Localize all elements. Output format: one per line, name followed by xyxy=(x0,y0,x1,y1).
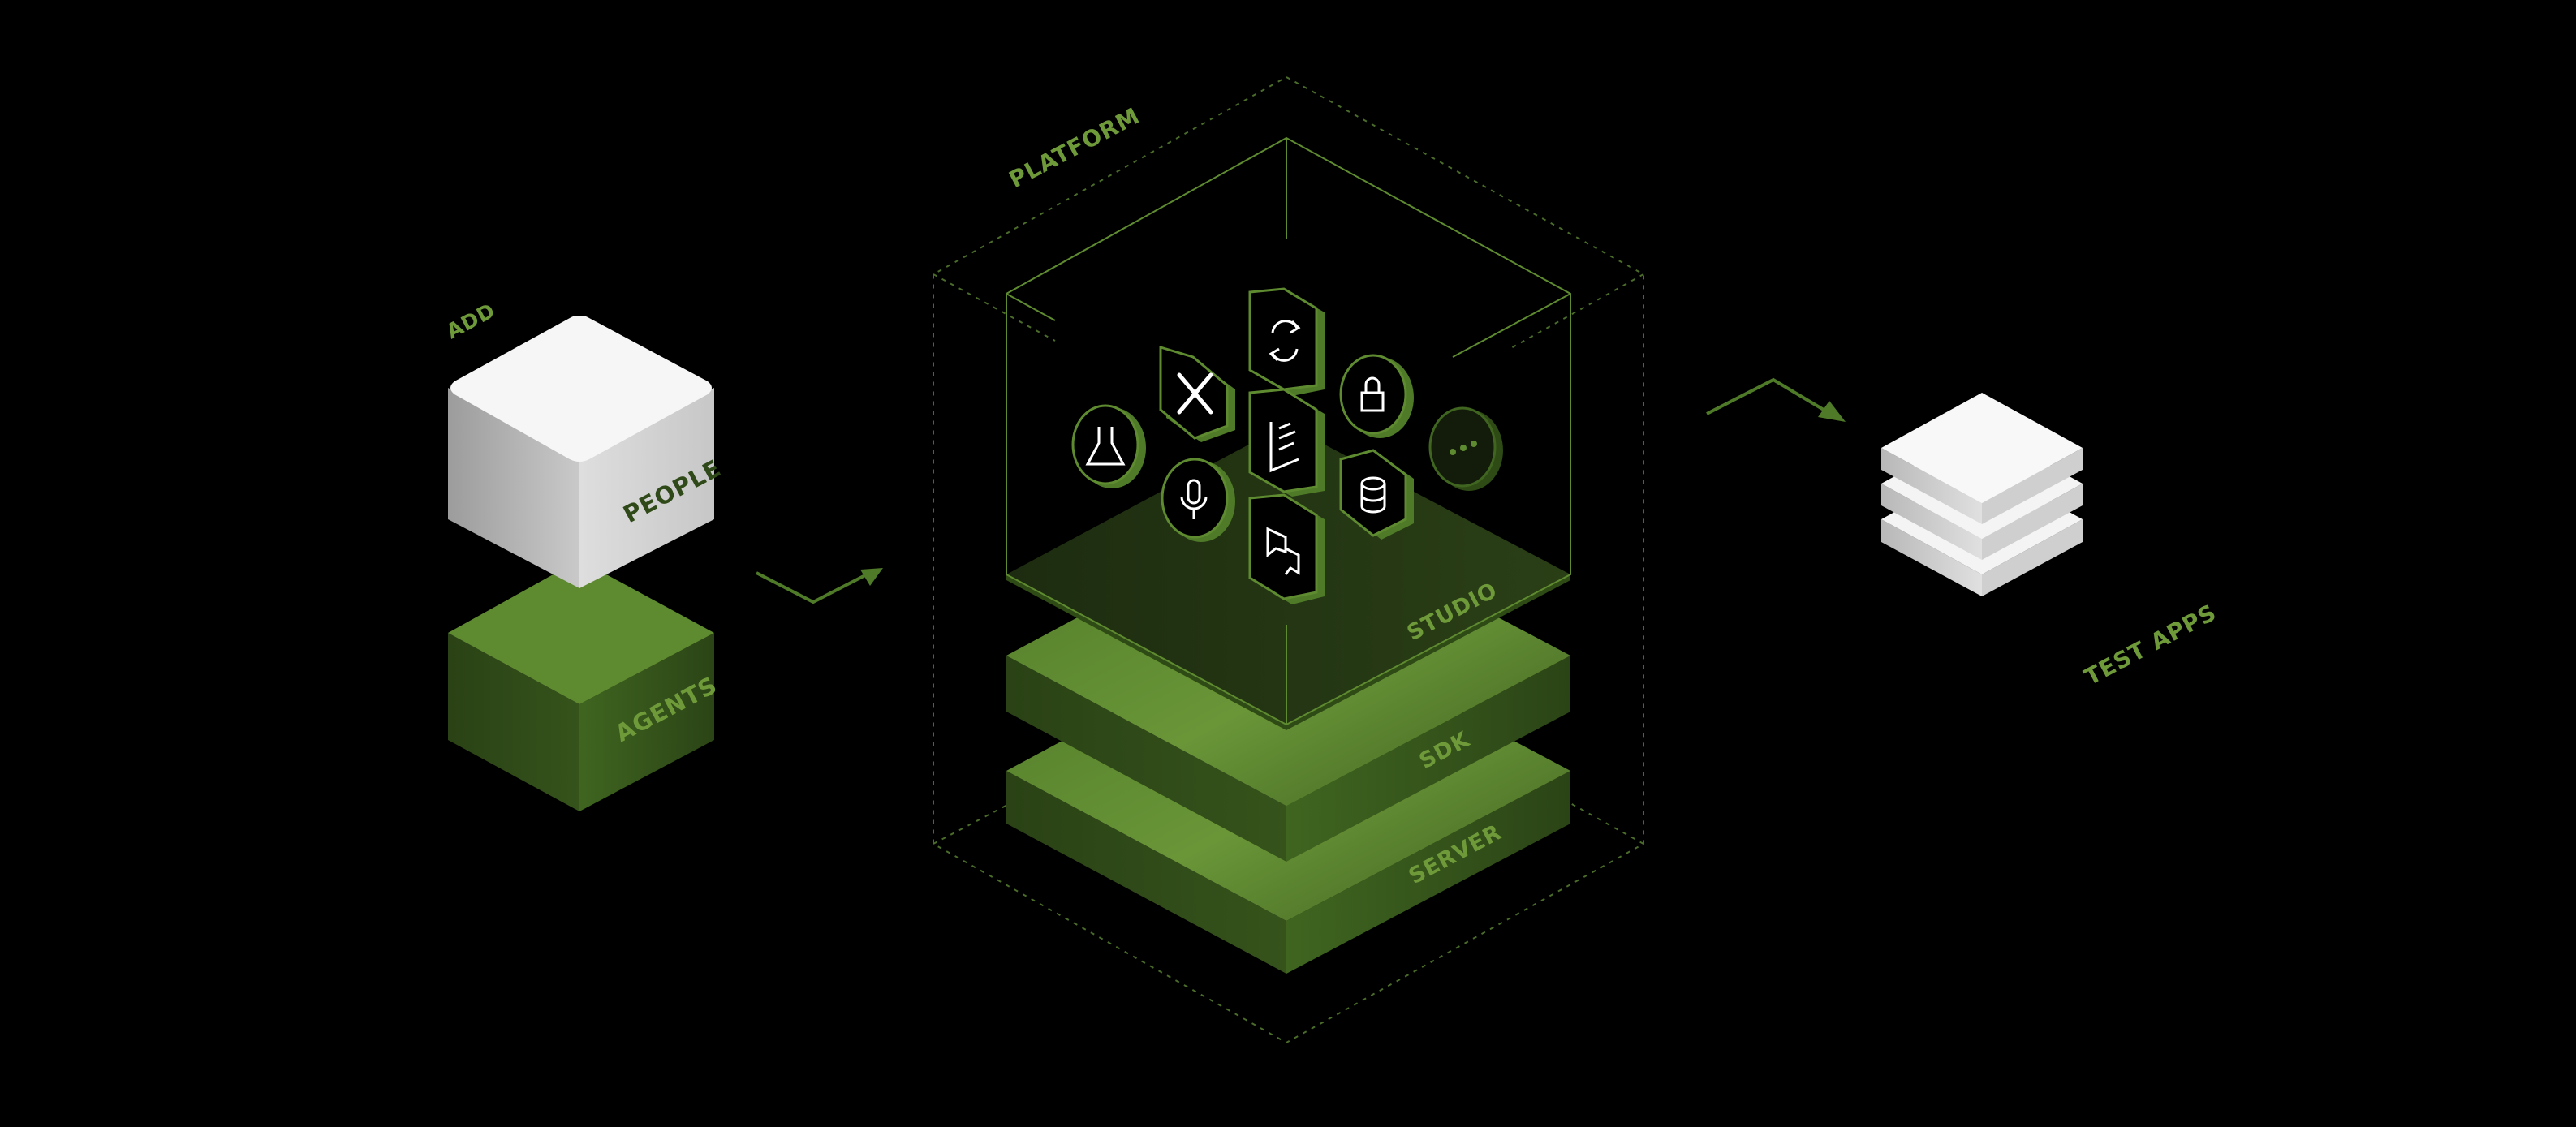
platform-group: PLATFORM SERVER SDK xyxy=(933,75,1644,1044)
lock-icon xyxy=(1339,354,1414,438)
arrow-to-platform xyxy=(756,568,883,604)
platform-outline xyxy=(933,75,1644,1044)
platform-label: PLATFORM xyxy=(1005,102,1144,193)
bandage-icon xyxy=(1159,345,1235,442)
chat-icon xyxy=(1248,493,1325,604)
test-apps-group: TEST APPS xyxy=(1881,393,2221,690)
people-block: PEOPLE xyxy=(448,316,726,588)
refresh-icon xyxy=(1248,287,1325,396)
add-label: ADD xyxy=(442,299,499,344)
studio-layer: STUDIO xyxy=(1006,136,1571,730)
database-icon xyxy=(1339,449,1414,540)
test-app-layer xyxy=(1881,393,2083,524)
chart-icon xyxy=(1248,388,1325,497)
test-apps-label: TEST APPS xyxy=(2080,599,2221,690)
add-group: ADD AGENTS PEOPLE xyxy=(442,299,726,811)
agents-block: AGENTS xyxy=(448,560,722,811)
flask-icon xyxy=(1071,404,1146,488)
studio-icons xyxy=(1071,287,1503,604)
more-icon xyxy=(1428,406,1503,491)
microphone-icon xyxy=(1161,458,1235,542)
arrow-to-test-apps xyxy=(1706,377,1846,422)
